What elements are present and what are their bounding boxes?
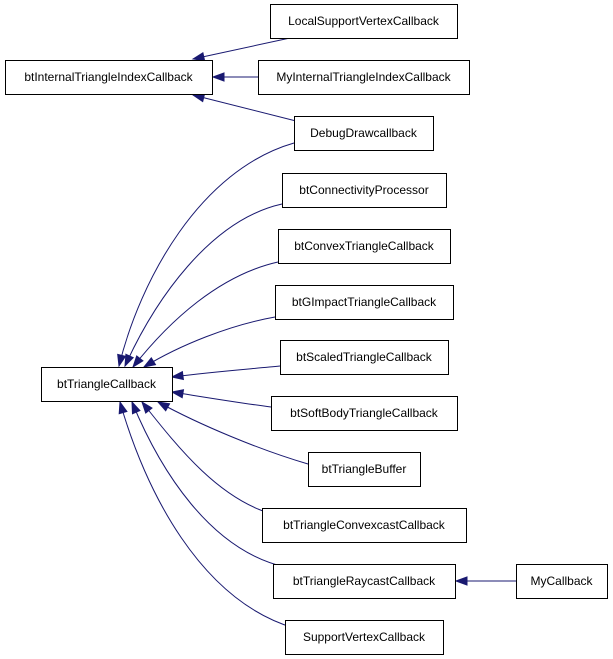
class-node-btInternalTriangleIndexCallback[interactable]: btInternalTriangleIndexCallback <box>5 60 213 95</box>
inheritance-edge-DebugDrawcallback-to-btInternalTriangleIndexCallback <box>192 94 301 123</box>
arrowhead-icon <box>170 370 184 381</box>
class-node-SupportVertexCallback[interactable]: SupportVertexCallback <box>285 620 444 655</box>
inheritance-edge-btTriangleBuffer-to-btTriangleCallback <box>157 401 309 465</box>
class-node-btTriangleBuffer[interactable]: btTriangleBuffer <box>308 452 421 487</box>
class-node-label: btInternalTriangleIndexCallback <box>24 70 193 84</box>
inheritance-edge-btScaledTriangleCallback-to-btTriangleCallback <box>171 365 281 378</box>
inheritance-edge-SupportVertexCallback-to-btTriangleCallback <box>119 401 295 629</box>
class-node-label: btTriangleRaycastCallback <box>293 574 436 588</box>
class-node-box[interactable] <box>258 60 470 95</box>
class-node-box[interactable] <box>275 285 454 320</box>
class-node-label: btConnectivityProcessor <box>299 183 428 197</box>
class-node-label: SupportVertexCallback <box>303 630 426 644</box>
class-node-label: btGImpactTriangleCallback <box>292 295 437 309</box>
class-node-box[interactable] <box>270 4 458 39</box>
class-node-box[interactable] <box>41 367 173 402</box>
class-node-label: LocalSupportVertexCallback <box>288 14 440 28</box>
class-node-btTriangleCallback[interactable]: btTriangleCallback <box>41 367 173 402</box>
edges-layer <box>117 37 516 629</box>
inheritance-edge-btGImpactTriangleCallback-to-btTriangleCallback <box>143 316 276 368</box>
class-node-box[interactable] <box>516 564 608 599</box>
arrowhead-icon <box>454 576 468 586</box>
arrowhead-icon <box>156 401 171 412</box>
class-node-box[interactable] <box>5 60 213 95</box>
class-node-MyInternalTriangleIndexCallback[interactable]: MyInternalTriangleIndexCallback <box>258 60 470 95</box>
inheritance-edge-btTriangleRaycastCallback-to-btTriangleCallback <box>131 401 286 568</box>
arrowhead-icon <box>124 353 135 368</box>
class-node-btScaledTriangleCallback[interactable]: btScaledTriangleCallback <box>280 340 449 375</box>
arrowhead-icon <box>131 400 141 415</box>
class-node-label: btScaledTriangleCallback <box>296 350 433 364</box>
inheritance-edge-btConvexTriangleCallback-to-btTriangleCallback <box>132 261 279 368</box>
class-node-MyCallback[interactable]: MyCallback <box>516 564 608 599</box>
inheritance-edge-LocalSupportVertexCallback-to-btInternalTriangleIndexCallback <box>192 37 291 60</box>
class-node-btTriangleConvexcastCallback[interactable]: btTriangleConvexcastCallback <box>262 508 467 543</box>
class-node-box[interactable] <box>308 452 421 487</box>
class-node-box[interactable] <box>273 564 456 599</box>
class-node-box[interactable] <box>278 229 451 264</box>
class-node-label: btTriangleBuffer <box>322 462 407 476</box>
class-node-label: MyCallback <box>530 574 593 588</box>
nodes-layer: btInternalTriangleIndexCallback LocalSupp… <box>5 4 608 655</box>
class-node-label: btTriangleCallback <box>57 377 157 391</box>
arrowhead-icon <box>132 355 144 369</box>
arrowhead-icon <box>211 72 225 82</box>
inheritance-edge-btSoftBodyTriangleCallback-to-btTriangleCallback <box>171 391 272 408</box>
class-node-label: MyInternalTriangleIndexCallback <box>276 70 451 84</box>
class-node-LocalSupportVertexCallback[interactable]: LocalSupportVertexCallback <box>270 4 458 39</box>
class-node-box[interactable] <box>262 508 467 543</box>
arrowhead-icon <box>170 389 185 399</box>
class-node-btConvexTriangleCallback[interactable]: btConvexTriangleCallback <box>278 229 451 264</box>
arrowhead-icon <box>118 400 128 415</box>
class-node-btTriangleRaycastCallback[interactable]: btTriangleRaycastCallback <box>273 564 456 599</box>
inheritance-edge-DebugDrawcallback-to-btTriangleCallback <box>118 142 295 367</box>
arrowhead-icon <box>142 357 157 368</box>
class-node-label: btTriangleConvexcastCallback <box>283 518 446 532</box>
arrowhead-icon <box>191 51 206 62</box>
inheritance-edge-btConnectivityProcessor-to-btTriangleCallback <box>124 203 283 367</box>
class-node-label: btSoftBodyTriangleCallback <box>290 406 439 420</box>
arrowhead-icon <box>117 353 127 368</box>
arrowhead-icon <box>141 400 153 414</box>
class-node-box[interactable] <box>271 396 458 431</box>
class-node-box[interactable] <box>285 620 444 655</box>
class-node-label: DebugDrawcallback <box>310 126 418 140</box>
class-node-box[interactable] <box>282 173 447 208</box>
class-node-btConnectivityProcessor[interactable]: btConnectivityProcessor <box>282 173 447 208</box>
inheritance-edge-btTriangleConvexcastCallback-to-btTriangleCallback <box>141 401 276 516</box>
class-node-box[interactable] <box>280 340 449 375</box>
class-node-box[interactable] <box>294 116 434 151</box>
class-node-btGImpactTriangleCallback[interactable]: btGImpactTriangleCallback <box>275 285 454 320</box>
class-node-label: btConvexTriangleCallback <box>294 239 435 253</box>
class-node-btSoftBodyTriangleCallback[interactable]: btSoftBodyTriangleCallback <box>271 396 458 431</box>
class-node-DebugDrawcallback[interactable]: DebugDrawcallback <box>294 116 434 151</box>
